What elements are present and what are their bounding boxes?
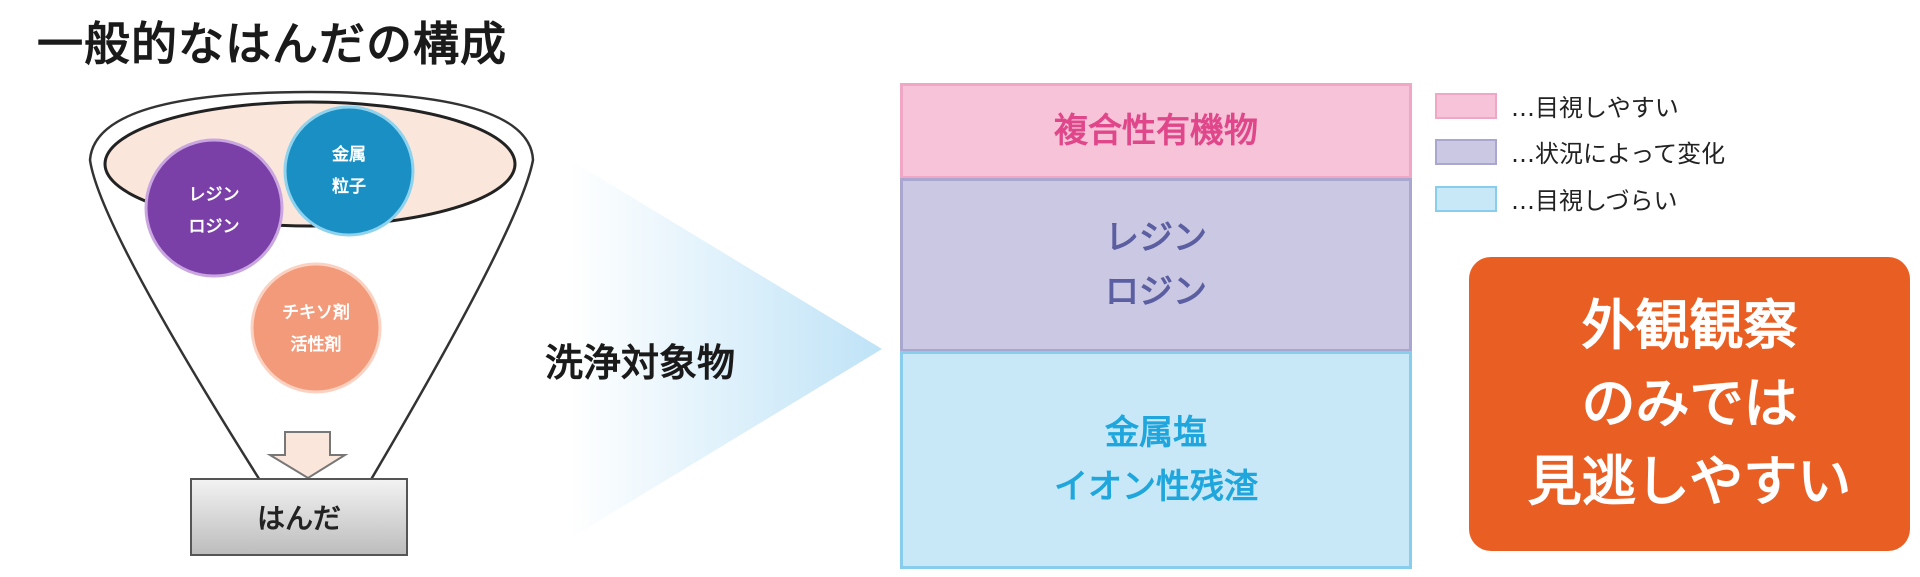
- circle-text: ロジン: [189, 217, 240, 237]
- callout-text: 見逃しやすい: [1527, 450, 1852, 514]
- circle-text: 粒子: [332, 176, 366, 197]
- legend-swatch-purple: [1435, 138, 1497, 165]
- circle-text: チキソ剤: [282, 302, 350, 323]
- layer-text: 複合性有機物: [1054, 110, 1258, 151]
- layer-ionic-residue: 金属塩 イオン性残渣: [900, 351, 1412, 569]
- legend-swatch-pink: [1435, 92, 1497, 119]
- legend-item: …目視しやすい: [1435, 88, 1679, 123]
- callout-text: 外観観察: [1581, 293, 1798, 357]
- legend-swatch-blue: [1435, 185, 1497, 212]
- layer-text: レジン: [1105, 217, 1207, 258]
- legend-label: …目視しづらい: [1511, 187, 1678, 215]
- cleaning-target-label: 洗浄対象物: [545, 341, 736, 385]
- legend-label: …状況によって変化: [1511, 140, 1726, 168]
- chevron-arrow: [569, 159, 882, 539]
- component-circle-metal: [283, 105, 415, 237]
- legend-item: …目視しづらい: [1435, 181, 1678, 216]
- layer-text: 金属塩: [1105, 412, 1207, 453]
- circle-text: レジン: [189, 185, 240, 205]
- layer-text: イオン性残渣: [1054, 467, 1258, 507]
- legend-item: …状況によって変化: [1435, 134, 1725, 169]
- layer-composite-organics: 複合性有機物: [900, 83, 1412, 179]
- page-title: 一般的なはんだの構成: [37, 17, 507, 71]
- circle-text: 活性剤: [291, 334, 342, 355]
- layer-resin-rosin: レジン ロジン: [900, 178, 1412, 352]
- callout-text: のみでは: [1581, 371, 1798, 435]
- warning-callout: 外観観察 のみでは 見逃しやすい: [1469, 257, 1910, 551]
- circle-text: 金属: [331, 144, 366, 165]
- down-arrow-icon: [266, 431, 349, 480]
- legend-label: …目視しやすい: [1511, 94, 1679, 122]
- solder-box: はんだ: [190, 478, 408, 556]
- layer-text: ロジン: [1105, 272, 1207, 312]
- component-circle-additive: [250, 262, 382, 394]
- component-circle-resin: [144, 138, 284, 278]
